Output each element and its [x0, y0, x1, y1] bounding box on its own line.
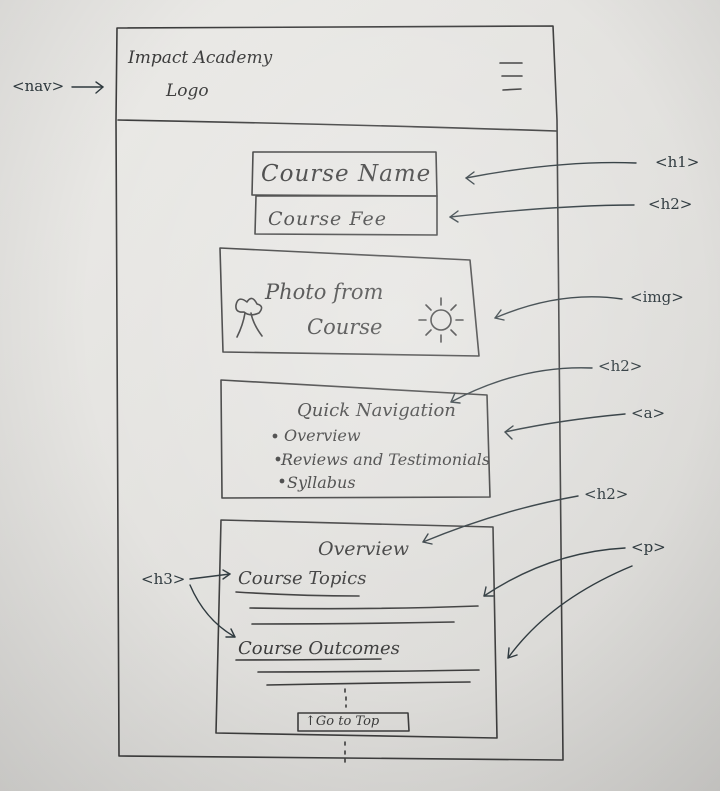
annotation-h2-overview: <h2>: [584, 485, 629, 503]
go-to-top-button-outline: [297, 712, 410, 732]
annotation-h2-quick-nav: <h2>: [598, 357, 643, 375]
go-to-top-button[interactable]: ↑Go to Top: [305, 714, 380, 729]
logo-text[interactable]: Impact Academy: [128, 48, 273, 68]
annotation-a: <a>: [631, 404, 666, 422]
quick-nav-link-reviews[interactable]: Reviews and Testimonials: [281, 450, 491, 469]
course-fee-box: [254, 195, 438, 236]
logo-subtext: Logo: [166, 81, 209, 101]
quick-nav-link-overview[interactable]: Overview: [284, 426, 361, 445]
annotation-h3: <h3>: [141, 570, 186, 588]
annotation-h1: <h1>: [655, 153, 700, 171]
overview-box: [215, 519, 498, 739]
course-fee-heading: Course Fee: [268, 208, 387, 230]
photo-caption-line2: Course: [307, 315, 383, 339]
course-topics-heading: Course Topics: [238, 568, 367, 589]
photo-box: [219, 247, 480, 357]
photo-caption-line1: Photo from: [265, 280, 384, 304]
annotation-img: <img>: [630, 288, 684, 306]
annotation-h2-fee: <h2>: [648, 195, 693, 213]
tree-icon: [235, 297, 263, 338]
phone-frame: [115, 25, 564, 761]
quick-nav-box: [220, 379, 491, 499]
quick-nav-title: Quick Navigation: [297, 400, 456, 421]
course-name-heading: Course Name: [261, 161, 432, 187]
overview-title: Overview: [318, 538, 409, 560]
quick-nav-link-syllabus[interactable]: Syllabus: [287, 473, 356, 492]
annotation-nav: <nav>: [12, 77, 65, 95]
nav-divider: [117, 119, 557, 132]
hamburger-menu-icon[interactable]: [499, 62, 523, 91]
sun-icon: [418, 297, 464, 343]
annotation-p: <p>: [631, 538, 666, 556]
course-outcomes-heading: Course Outcomes: [238, 638, 400, 659]
